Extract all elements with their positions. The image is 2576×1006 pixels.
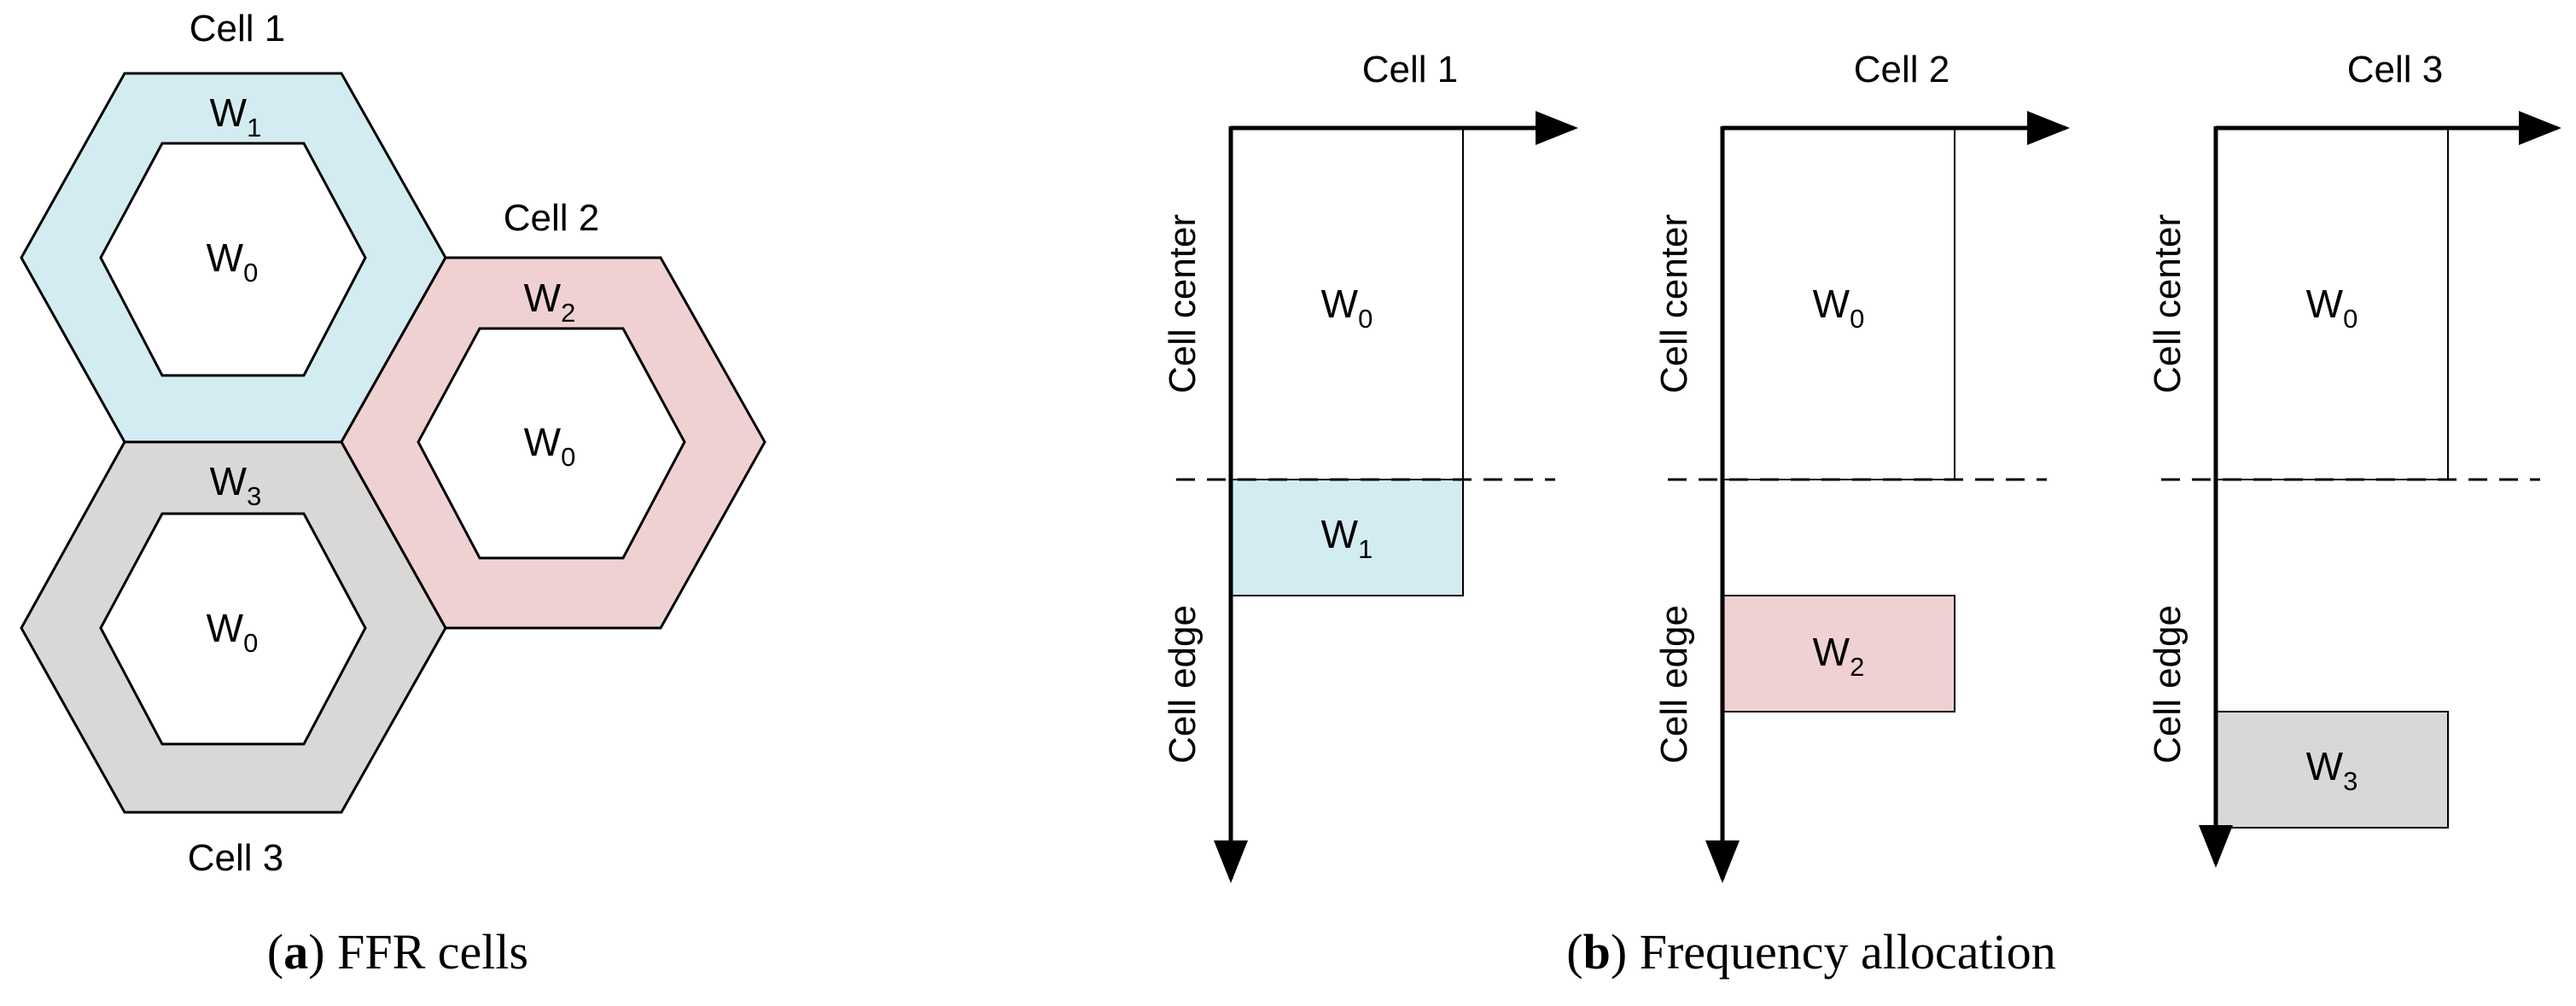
band-index: 0	[561, 442, 575, 472]
panel-b: Cell 1 W0 W1 Cell center Cell edge Cell …	[1162, 49, 2561, 980]
alloc-cell-2-center-label: W0	[1813, 282, 1865, 334]
panel-a-caption: (a) FFR cells	[267, 924, 528, 980]
caption-text: Frequency allocation	[1640, 924, 2056, 980]
hex-cell-3: Cell 3 W3 W0	[20, 440, 447, 879]
band-index: 1	[247, 113, 261, 142]
band-index: 0	[1850, 304, 1864, 334]
hex-cell-2: Cell 2 W2 W0	[340, 197, 766, 630]
band-letter: W	[1321, 282, 1359, 326]
cell-1-center-region	[99, 142, 367, 377]
alloc-cell-1-edge-axis-label: Cell edge	[1162, 605, 1203, 764]
cell-3-label: Cell 3	[188, 837, 284, 879]
band-letter: W	[2306, 744, 2344, 788]
alloc-cell-2-edge-axis-label: Cell edge	[1653, 605, 1695, 764]
alloc-cell-2-title: Cell 2	[1854, 49, 1950, 90]
cell-2-center-region	[417, 327, 686, 560]
cell-3-center-band-label: W0	[207, 606, 259, 658]
band-letter: W	[207, 606, 244, 650]
cell-3-center-region	[99, 512, 367, 746]
band-index: 0	[243, 258, 258, 288]
caption-text: FFR cells	[337, 924, 528, 980]
hex-cell-1: Cell 1 W1 W0	[20, 8, 447, 444]
band-letter: W	[1321, 512, 1359, 556]
alloc-cell-3-center-band	[2215, 127, 2449, 480]
alloc-cell-3-edge-label: W3	[2306, 744, 2358, 796]
band-index: 0	[2343, 304, 2357, 334]
alloc-cell-3-center-label: W0	[2306, 282, 2358, 334]
alloc-cell-3-edge-band	[2215, 711, 2449, 829]
cell-2-center-band-label: W0	[524, 420, 576, 472]
alloc-cell-1-edge-band	[1230, 479, 1464, 596]
alloc-cell-3-title: Cell 3	[2347, 49, 2444, 90]
band-letter: W	[524, 420, 562, 464]
alloc-column-cell-3: Cell 3 W0 W3 Cell center Cell edge	[2147, 49, 2561, 868]
cell-1-center-band-label: W0	[207, 236, 259, 288]
band-letter: W	[1813, 630, 1850, 674]
cell-1-label: Cell 1	[189, 8, 286, 49]
band-index: 1	[1358, 534, 1373, 564]
band-letter: W	[210, 90, 248, 135]
alloc-column-cell-1: Cell 1 W0 W1 Cell center Cell edge	[1162, 49, 1578, 883]
alloc-cell-2-edge-band	[1722, 595, 1955, 712]
caption-letter: a	[283, 924, 308, 980]
alloc-cell-3-center-axis-label: Cell center	[2147, 214, 2188, 393]
panel-b-caption: (b) Frequency allocation	[1566, 924, 2055, 980]
panel-a: Cell 1 W1 W0 Cell 2 W2 W0 Cell 3 W3 W0 (…	[20, 8, 766, 980]
band-index: 0	[243, 628, 258, 658]
alloc-cell-2-center-axis-label: Cell center	[1653, 214, 1695, 393]
band-index: 2	[1850, 652, 1864, 682]
alloc-cell-1-center-label: W0	[1321, 282, 1373, 334]
band-letter: W	[2306, 282, 2344, 326]
alloc-cell-3-edge-axis-label: Cell edge	[2147, 605, 2188, 764]
alloc-cell-2-center-band	[1722, 127, 1955, 480]
alloc-cell-1-center-band	[1230, 127, 1464, 480]
alloc-cell-1-edge-label: W1	[1321, 512, 1373, 564]
cell-1-edge-band-label: W1	[210, 90, 262, 142]
cell-2-edge-band-label: W2	[524, 276, 576, 328]
band-letter: W	[1813, 282, 1850, 326]
alloc-cell-2-edge-label: W2	[1813, 630, 1865, 682]
alloc-column-cell-2: Cell 2 W0 W2 Cell center Cell edge	[1653, 49, 2070, 883]
band-letter: W	[207, 236, 244, 280]
cell-2-label: Cell 2	[504, 197, 600, 239]
alloc-cell-1-title: Cell 1	[1362, 49, 1459, 90]
band-index: 3	[247, 481, 261, 511]
alloc-cell-1-center-axis-label: Cell center	[1162, 214, 1203, 393]
band-index: 0	[1358, 304, 1373, 334]
band-index: 2	[561, 298, 575, 328]
band-index: 3	[2343, 766, 2357, 796]
band-letter: W	[524, 276, 562, 320]
caption-letter: b	[1583, 924, 1611, 980]
cell-3-edge-band-label: W3	[210, 459, 262, 511]
band-letter: W	[210, 459, 248, 503]
